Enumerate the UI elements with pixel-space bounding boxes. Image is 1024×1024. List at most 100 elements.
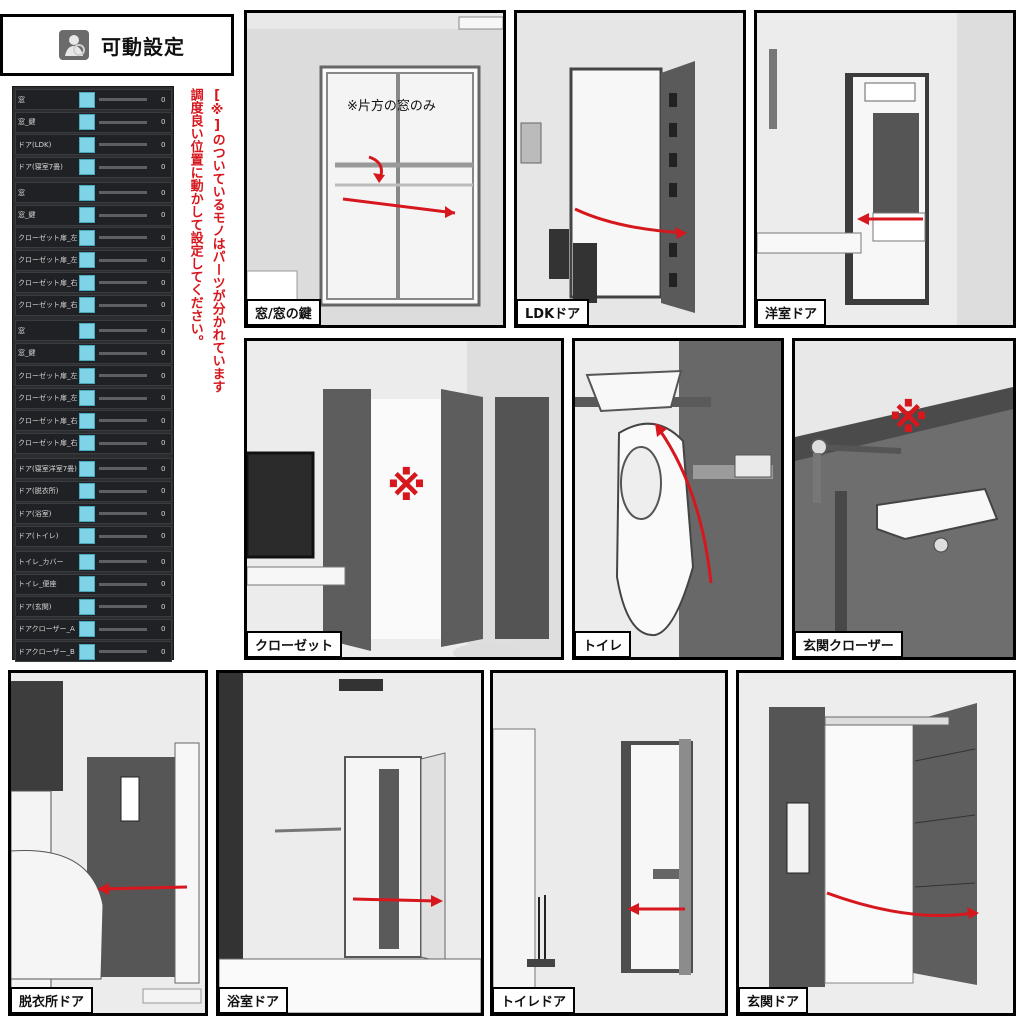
- panel-toilet-door: トイレドア: [490, 670, 728, 1016]
- slider-track[interactable]: [99, 441, 147, 445]
- slider-toggle[interactable]: [79, 159, 95, 175]
- slider-row: ドア(玄関)0: [15, 596, 172, 617]
- slider-label: クローゼット扉_左2: [18, 256, 78, 264]
- slider-value: 0: [161, 301, 166, 309]
- slider-label: クローゼット扉_右2: [18, 301, 78, 309]
- slider-label: ドアクローザー_B: [18, 647, 75, 656]
- slider-track[interactable]: [99, 582, 147, 586]
- slider-toggle[interactable]: [79, 229, 95, 246]
- slider-track[interactable]: [99, 236, 147, 239]
- panel-closet: ※ クローゼット: [244, 338, 564, 660]
- slider-track[interactable]: [99, 191, 147, 194]
- slider-toggle[interactable]: [79, 322, 95, 339]
- slider-toggle[interactable]: [79, 598, 95, 615]
- panel-entrance-closer: ※ 玄関クローザー: [792, 338, 1016, 660]
- slider-toggle[interactable]: [79, 505, 95, 522]
- slider-track[interactable]: [99, 650, 147, 653]
- slider-track[interactable]: [99, 534, 147, 538]
- slider-track[interactable]: [99, 512, 147, 515]
- slider-toggle[interactable]: [79, 207, 95, 223]
- slider-value: 0: [161, 233, 166, 242]
- slider-track[interactable]: [99, 351, 147, 355]
- slider-value: 0: [161, 371, 166, 380]
- slider-row: ドア(トイレ)0: [15, 525, 172, 547]
- slider-toggle[interactable]: [79, 91, 95, 108]
- slider-track[interactable]: [99, 165, 147, 169]
- slider-label: ドア(寝室7畳): [18, 163, 63, 171]
- slider-toggle[interactable]: [79, 114, 95, 130]
- slider-toggle[interactable]: [79, 528, 95, 544]
- slider-row: クローゼット扉_左2 0: [15, 249, 172, 271]
- slider-value: 0: [161, 487, 166, 495]
- slider-label: ドア(トイレ): [18, 532, 59, 540]
- slider-track[interactable]: [99, 627, 147, 631]
- slider-track[interactable]: [99, 98, 147, 101]
- slider-toggle[interactable]: [79, 274, 95, 291]
- slider-toggle[interactable]: [79, 297, 95, 313]
- panel-entrance-door: 玄関ドア: [736, 670, 1016, 1016]
- slider-value: 0: [161, 349, 166, 357]
- slider-toggle[interactable]: [79, 621, 95, 637]
- slider-toggle[interactable]: [79, 367, 95, 384]
- caption-western-door: 洋室ドア: [757, 299, 827, 325]
- slider-toggle[interactable]: [79, 435, 95, 451]
- slider-label: ドア(脱衣所): [18, 487, 59, 495]
- slider-toggle[interactable]: [79, 390, 95, 406]
- instruction-note: [※]のついているモノはパーツが分かれています 調度良い位置に動かして設定してく…: [185, 88, 231, 448]
- slider-track[interactable]: [99, 281, 147, 284]
- slider-toggle[interactable]: [79, 576, 95, 592]
- slider-track[interactable]: [99, 374, 147, 377]
- slider-track[interactable]: [99, 213, 147, 217]
- slider-row: ドア(LDK)0: [15, 134, 172, 155]
- page-title: 可動設定: [101, 34, 185, 59]
- slider-toggle[interactable]: [79, 460, 95, 477]
- note-line-1: [※]のついているモノはパーツが分かれています: [209, 88, 225, 393]
- caption-toilet-door: トイレドア: [493, 987, 576, 1013]
- slider-track[interactable]: [99, 489, 147, 493]
- slider-value: 0: [161, 326, 166, 335]
- slider-toggle[interactable]: [79, 345, 95, 361]
- slider-label: トイレ_便座: [18, 580, 57, 588]
- slider-label: クローゼット扉_左2: [18, 394, 78, 402]
- slider-value: 0: [161, 602, 166, 611]
- caption-bath-door: 浴室ドア: [219, 987, 289, 1013]
- caption-entrance-door: 玄関ドア: [739, 987, 809, 1013]
- slider-toggle[interactable]: [79, 483, 95, 499]
- slider-toggle[interactable]: [79, 553, 95, 570]
- slider-toggle[interactable]: [79, 412, 95, 429]
- caption-dressing-door: 脱衣所ドア: [11, 987, 94, 1013]
- slider-row: ドア(浴室)0: [15, 503, 172, 524]
- slider-track[interactable]: [99, 605, 147, 608]
- window-inner-note: ※片方の窓のみ: [347, 99, 436, 114]
- slider-track[interactable]: [99, 120, 147, 124]
- slider-track[interactable]: [99, 560, 147, 563]
- slider-toggle[interactable]: [79, 136, 95, 153]
- slider-track[interactable]: [99, 329, 147, 332]
- slider-value: 0: [161, 416, 166, 425]
- slider-track[interactable]: [99, 258, 147, 262]
- slider-value: 0: [161, 256, 166, 264]
- slider-track[interactable]: [99, 419, 147, 422]
- slider-toggle[interactable]: [79, 252, 95, 268]
- caption-window: 窓/窓の鍵: [247, 299, 321, 325]
- slider-value: 0: [161, 163, 166, 171]
- slider-track[interactable]: [99, 467, 147, 470]
- slider-value: 0: [161, 625, 166, 633]
- caption-closet: クローゼット: [247, 631, 343, 657]
- slider-track[interactable]: [99, 143, 147, 146]
- slider-label: クローゼット扉_左: [18, 233, 78, 242]
- slider-value: 0: [161, 509, 166, 518]
- slider-label: ドア(LDK): [18, 140, 52, 149]
- slider-track[interactable]: [99, 303, 147, 307]
- slider-toggle[interactable]: [79, 643, 95, 660]
- slider-toggle[interactable]: [79, 184, 95, 201]
- slider-label: 窓_鍵: [18, 118, 36, 126]
- slider-track[interactable]: [99, 396, 147, 400]
